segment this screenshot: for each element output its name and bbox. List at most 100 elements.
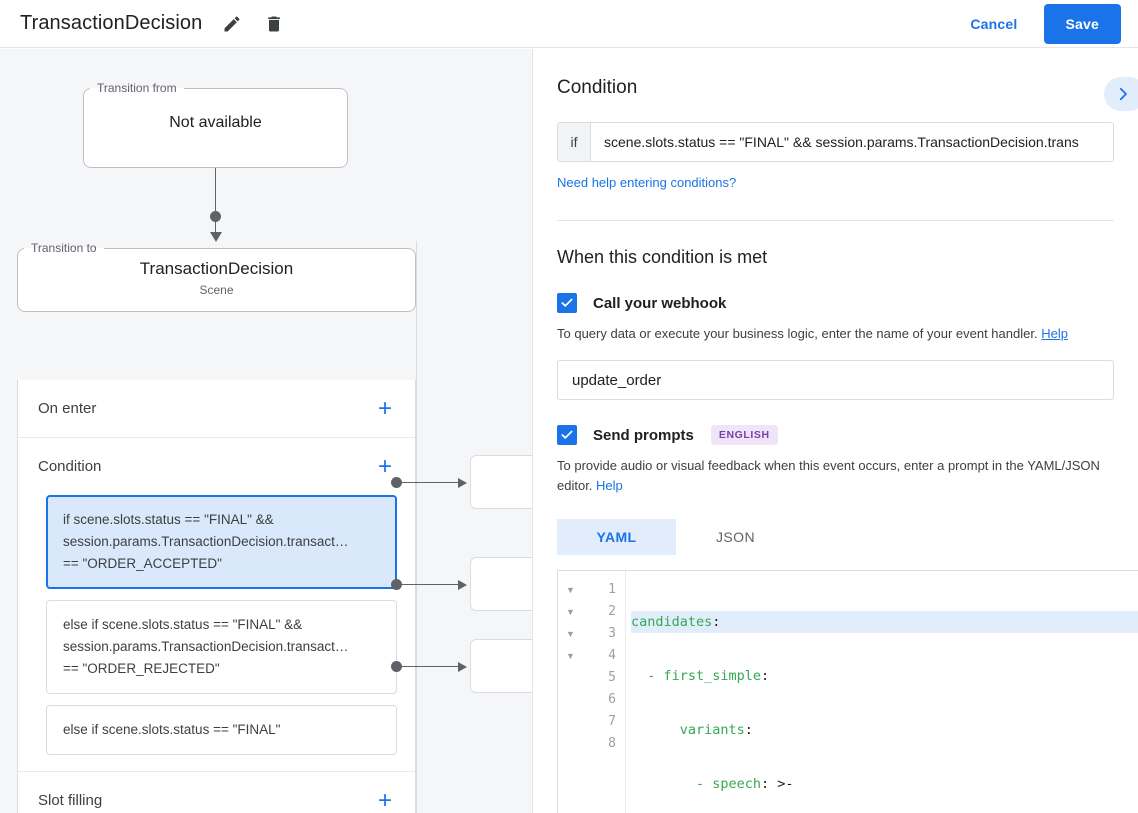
connector-line bbox=[398, 666, 463, 667]
editor-code-area[interactable]: candidates: - first_simple: variants: - … bbox=[626, 571, 1138, 813]
call-webhook-row: Call your webhook bbox=[557, 293, 1114, 313]
fold-spacer bbox=[558, 689, 583, 711]
flow-connector-dot bbox=[210, 211, 221, 222]
section-slot-filling: Slot filling + Slot validation bbox=[18, 772, 415, 813]
call-webhook-help-link[interactable]: Help bbox=[1041, 326, 1068, 341]
code-line: - first_simple: bbox=[631, 665, 1138, 687]
connector-arrowhead bbox=[458, 478, 467, 488]
section-on-enter-header: On enter + bbox=[18, 380, 415, 437]
scene-type: Scene bbox=[199, 283, 234, 297]
when-condition-met-section: When this condition is met Call your web… bbox=[533, 221, 1138, 555]
send-prompts-label: Send prompts bbox=[593, 426, 694, 444]
when-condition-met-heading: When this condition is met bbox=[557, 247, 768, 267]
yaml-editor[interactable]: ▼ ▼ ▼ ▼ 1 2 3 4 5 6 7 8 candidates: - fi… bbox=[557, 570, 1138, 813]
section-slot-filling-header: Slot filling + bbox=[18, 772, 415, 813]
call-webhook-checkbox[interactable] bbox=[557, 293, 577, 313]
pencil-icon[interactable] bbox=[220, 12, 244, 36]
section-on-enter: On enter + bbox=[18, 380, 415, 438]
trash-icon[interactable] bbox=[262, 12, 286, 36]
line-number: 3 bbox=[608, 626, 616, 641]
condition-heading: Condition bbox=[557, 77, 638, 98]
page-title: TransactionDecision bbox=[20, 12, 203, 34]
flow-canvas[interactable]: Transition from Not available Transition… bbox=[0, 49, 532, 813]
tab-yaml[interactable]: YAML bbox=[557, 519, 676, 555]
transition-from-box: Transition from Not available bbox=[83, 81, 348, 168]
connector-arrowhead bbox=[458, 580, 467, 590]
panel-divider bbox=[557, 220, 1114, 221]
transition-from-value: Not available bbox=[169, 114, 262, 131]
details-panel: Condition if Need help entering conditio… bbox=[532, 49, 1138, 813]
connector-dot bbox=[391, 477, 402, 488]
fold-toggle-icon[interactable]: ▼ bbox=[566, 629, 575, 639]
add-slot-filling-button[interactable]: + bbox=[377, 786, 392, 813]
editor-line-numbers: 1 2 3 4 5 6 7 8 bbox=[583, 571, 626, 813]
code-line: - speech: >- bbox=[631, 773, 1138, 795]
line-number: 7 bbox=[608, 714, 616, 729]
call-webhook-description-text: To query data or execute your business l… bbox=[557, 326, 1038, 341]
transition-from-legend: Transition from bbox=[97, 81, 177, 95]
connector-dot bbox=[391, 579, 402, 590]
line-number: 4 bbox=[608, 648, 616, 663]
editor-fold-column: ▼ ▼ ▼ ▼ bbox=[558, 571, 583, 813]
flow-connector-line bbox=[215, 168, 216, 238]
code-key: variants bbox=[631, 722, 745, 738]
connector-arrowhead bbox=[458, 662, 467, 672]
send-prompts-help-link[interactable]: Help bbox=[596, 478, 623, 493]
connector-line bbox=[398, 584, 463, 585]
editor-format-tabs: YAML JSON bbox=[557, 519, 1114, 555]
cancel-button[interactable]: Cancel bbox=[960, 8, 1027, 40]
condition-input-row[interactable]: if bbox=[557, 122, 1114, 162]
connector-dot bbox=[391, 661, 402, 672]
call-webhook-label: Call your webhook bbox=[593, 294, 727, 312]
section-on-enter-title: On enter bbox=[38, 400, 97, 417]
fold-spacer bbox=[558, 733, 583, 755]
line-number: 8 bbox=[608, 736, 616, 751]
section-slot-filling-title: Slot filling bbox=[38, 792, 103, 809]
target-node-2[interactable] bbox=[470, 557, 532, 611]
line-number: 6 bbox=[608, 692, 616, 707]
line-number: 5 bbox=[608, 670, 616, 685]
send-prompts-description: To provide audio or visual feedback when… bbox=[557, 456, 1114, 496]
line-number: 1 bbox=[608, 582, 616, 597]
condition-if-prefix: if bbox=[558, 123, 591, 161]
send-prompts-row: Send prompts ENGLISH bbox=[557, 425, 1114, 445]
tab-json[interactable]: JSON bbox=[716, 529, 755, 545]
fold-toggle-icon[interactable]: ▼ bbox=[566, 585, 575, 595]
chevron-right-icon[interactable] bbox=[1104, 77, 1138, 111]
condition-expression-input[interactable] bbox=[591, 123, 1113, 161]
code-line: candidates: bbox=[631, 611, 1138, 633]
code-key: - first_simple bbox=[631, 668, 762, 684]
language-badge: ENGLISH bbox=[710, 425, 778, 445]
canvas-vertical-rule bbox=[416, 241, 417, 813]
target-node-3[interactable] bbox=[470, 639, 532, 693]
event-handler-input[interactable] bbox=[557, 360, 1114, 400]
code-text: : bbox=[712, 614, 721, 630]
code-text: : bbox=[761, 668, 770, 684]
condition-item-accepted[interactable]: if scene.slots.status == "FINAL" && sess… bbox=[46, 495, 397, 589]
fold-toggle-icon[interactable]: ▼ bbox=[566, 651, 575, 661]
fold-toggle-icon[interactable]: ▼ bbox=[566, 607, 575, 617]
code-key: - speech bbox=[631, 776, 762, 792]
add-on-enter-button[interactable]: + bbox=[377, 394, 392, 422]
condition-item-rejected[interactable]: else if scene.slots.status == "FINAL" &&… bbox=[46, 600, 397, 694]
add-condition-button[interactable]: + bbox=[377, 452, 392, 480]
call-webhook-description: To query data or execute your business l… bbox=[557, 324, 1114, 344]
save-button[interactable]: Save bbox=[1043, 3, 1121, 44]
fold-spacer bbox=[558, 711, 583, 733]
target-node-1[interactable] bbox=[470, 455, 532, 509]
code-line: variants: bbox=[631, 719, 1138, 741]
condition-item-final[interactable]: else if scene.slots.status == "FINAL" bbox=[46, 705, 397, 755]
line-number: 2 bbox=[608, 604, 616, 619]
top-bar: TransactionDecision Cancel Save bbox=[0, 0, 1138, 48]
code-key: candidates bbox=[631, 614, 713, 630]
section-condition: Condition + if scene.slots.status == "FI… bbox=[18, 438, 415, 772]
condition-help-link[interactable]: Need help entering conditions? bbox=[557, 175, 737, 190]
code-text: : bbox=[744, 722, 753, 738]
code-text: : >- bbox=[761, 776, 794, 792]
send-prompts-description-text: To provide audio or visual feedback when… bbox=[557, 458, 1100, 493]
send-prompts-checkbox[interactable] bbox=[557, 425, 577, 445]
scene-name: TransactionDecision bbox=[139, 259, 294, 278]
condition-section: Condition if Need help entering conditio… bbox=[533, 49, 1138, 221]
section-condition-header: Condition + bbox=[18, 438, 415, 495]
section-condition-title: Condition bbox=[38, 458, 102, 475]
